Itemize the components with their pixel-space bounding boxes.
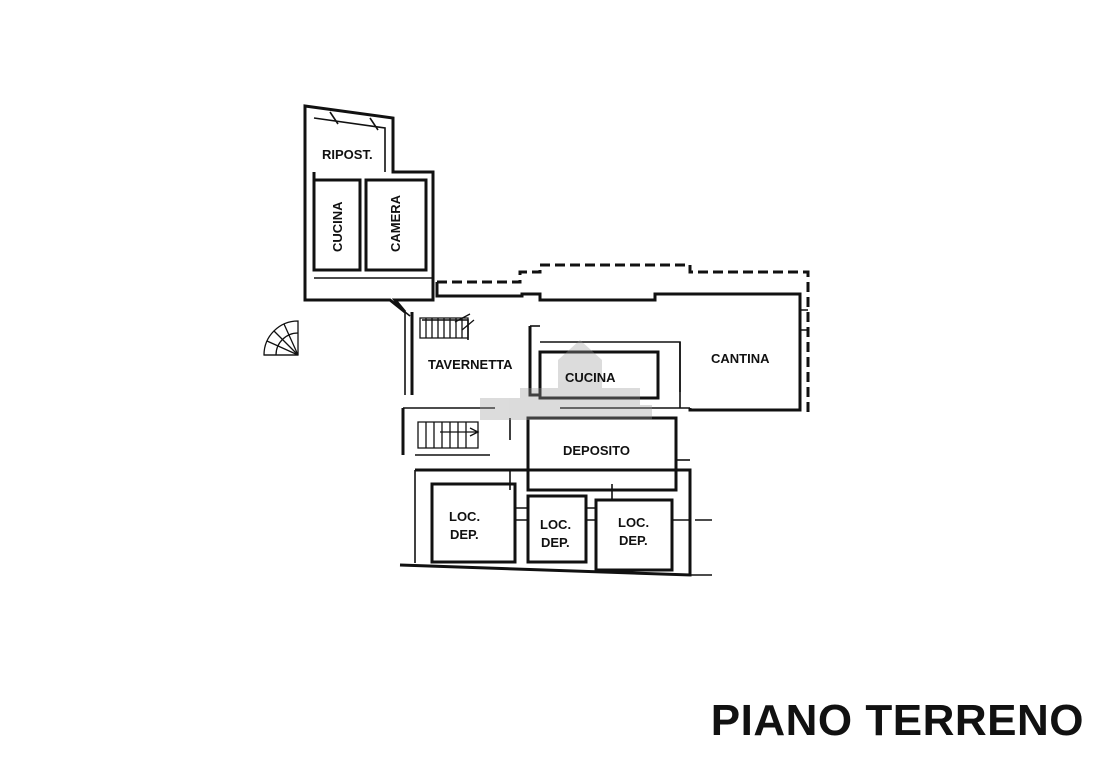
label-loc-dep-2-line1: LOC. [540, 517, 571, 532]
upper-wing-walls [303, 104, 435, 317]
lower-depot-walls [399, 468, 712, 577]
label-ripostiglio: RIPOST. [322, 147, 373, 162]
label-cucina-main: CUCINA [565, 370, 616, 385]
label-deposito: DEPOSITO [563, 443, 630, 458]
label-cucina-upper: CUCINA [330, 201, 345, 252]
label-loc-dep-3-line1: LOC. [618, 515, 649, 530]
floor-title: PIANO TERRENO [710, 696, 1084, 745]
label-tavernetta: TAVERNETTA [428, 357, 513, 372]
label-loc-dep-3-line2: DEP. [619, 533, 648, 548]
label-loc-dep-2-line2: DEP. [541, 535, 570, 550]
label-loc-dep-1-line2: DEP. [450, 527, 479, 542]
main-block-walls [401, 263, 810, 492]
stair-upper [419, 313, 475, 339]
building-watermark-icon [480, 340, 652, 420]
label-cantina: CANTINA [711, 351, 770, 366]
label-loc-dep-1-line1: LOC. [449, 509, 480, 524]
spiral-stair-icon [263, 320, 299, 356]
stair-lower [417, 421, 480, 449]
label-camera: CAMERA [388, 194, 403, 252]
